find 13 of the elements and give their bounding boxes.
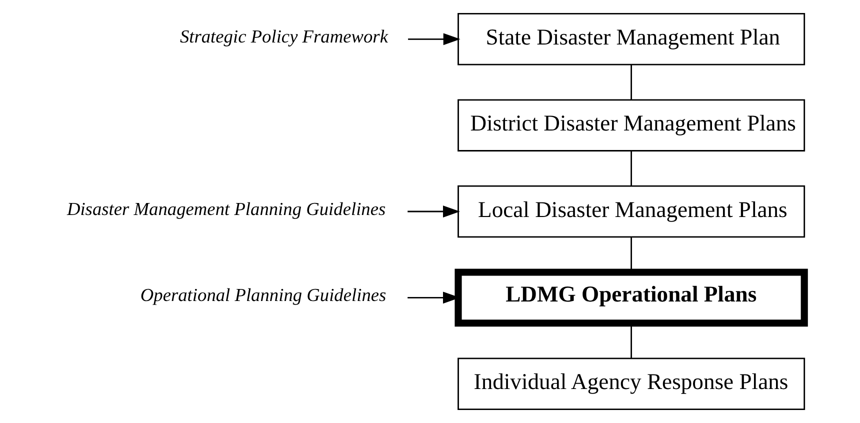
node-box: LDMG Operational Plans <box>454 268 808 327</box>
node-box: District Disaster Management Plans <box>458 99 806 152</box>
node-text: Disaster Management Planning Guidelines <box>66 198 386 219</box>
node-box: State Disaster Management Plan <box>458 13 806 66</box>
node-text: Operational Planning Guidelines <box>140 285 386 306</box>
node-box: Individual Agency Response Plans <box>458 358 806 410</box>
connector <box>630 150 632 186</box>
node-text: Strategic Policy Framework <box>180 26 388 47</box>
connector <box>630 237 632 272</box>
node-box: Local Disaster Management Plans <box>458 185 806 238</box>
arrow <box>408 33 460 46</box>
connector <box>630 64 632 100</box>
arrow <box>408 206 460 218</box>
